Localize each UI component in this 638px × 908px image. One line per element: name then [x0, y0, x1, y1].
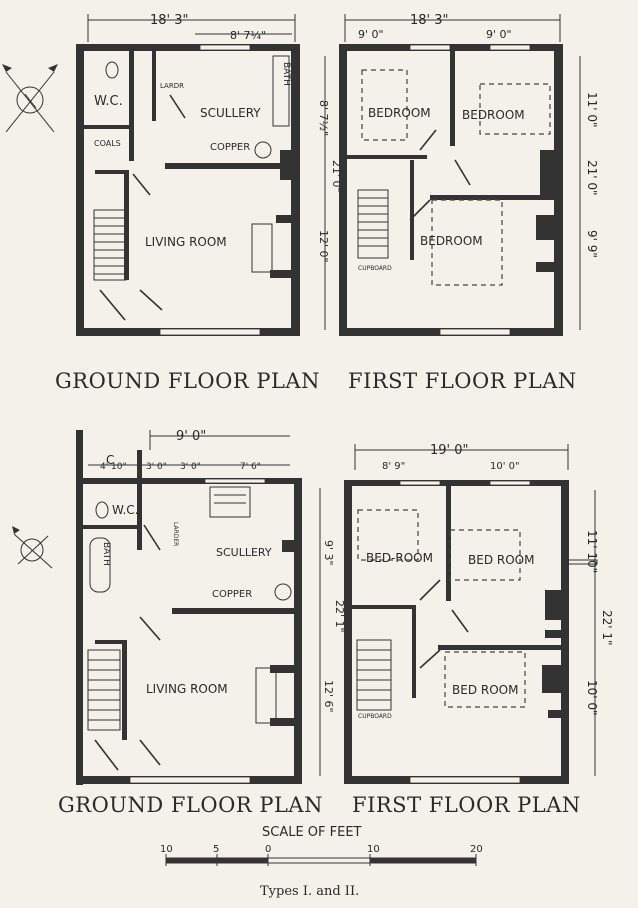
- scale-tick-20: 20: [470, 844, 483, 855]
- scale-tick-10: 10: [367, 844, 380, 855]
- toilet-icon: [95, 501, 109, 519]
- bottom-ground-stairs: [87, 649, 121, 731]
- bottom-first-cupboard-label: CUPBOARD: [358, 713, 392, 720]
- top-ground-scullery-label: SCULLERY: [200, 106, 261, 120]
- bottom-ground-top-dim-2: 4' 10": [100, 462, 127, 472]
- bottom-ground-top-dim-1: 9' 0": [176, 429, 206, 444]
- top-first-stairs: [357, 189, 389, 259]
- bottom-ground-wc-label: W.C.: [112, 503, 139, 517]
- scale-tick-5: 5: [213, 844, 219, 855]
- top-ground-larder-label: LARDR: [160, 82, 184, 90]
- top-first-bed2-label: BEDROOM: [462, 108, 525, 122]
- scale-tick-10-left: 10: [160, 844, 173, 855]
- toilet-icon: [105, 61, 119, 79]
- bottom-ground-bath-label: BATH: [101, 542, 111, 566]
- bottom-first-sub-dim-1: 8' 9": [382, 461, 405, 472]
- top-ground-right-dim-1: 8' 7½": [317, 100, 330, 136]
- top-ground-stairs: [93, 209, 127, 281]
- top-ground-right-dim-3: 12' 0": [317, 230, 330, 263]
- top-first-cupboard-label: CUPBOARD: [358, 265, 392, 272]
- top-first-right-dim-2: 21' 0": [585, 160, 599, 196]
- scale-tick-0: 0: [265, 844, 271, 855]
- scale-bar: SCALE OF FEET 10 5 0 10 20: [160, 825, 483, 866]
- bottom-first-plan-title: FIRST FLOOR PLAN: [352, 793, 581, 817]
- top-ground-coals-label: COALS: [94, 139, 121, 148]
- bottom-ground-right-dim-1: 9' 3": [322, 540, 335, 566]
- figure-caption: Types I. and II.: [260, 884, 359, 899]
- bottom-ground-plan-title: GROUND FLOOR PLAN: [58, 793, 323, 817]
- copper-icon: [254, 141, 272, 159]
- top-ground-width-dim: 18' 3": [150, 13, 189, 28]
- top-ground-floor-plan: 18' 3" 8' 7¼": [2, 13, 343, 393]
- bottom-first-right-dim-1: 11' 10": [585, 530, 599, 573]
- bottom-first-sub-dim-2: 10' 0": [490, 461, 520, 472]
- top-first-sub-dim-2: 9' 0": [486, 28, 512, 41]
- top-ground-living-label: LIVING ROOM: [145, 235, 227, 249]
- bottom-first-floor-plan: 19' 0" 8' 9" 10' 0": [344, 443, 614, 817]
- scale-title: SCALE OF FEET: [262, 825, 362, 840]
- bottom-first-bed2-label: BED ROOM: [468, 553, 534, 567]
- top-ground-sub-dim: 8' 7¼": [230, 29, 266, 42]
- bottom-first-right-dim-3: 10' 0": [585, 680, 599, 716]
- bottom-ground-top-dim-5: 7' 6": [240, 462, 261, 472]
- bottom-ground-right-dim-2: 22' 1": [333, 600, 346, 633]
- top-ground-wc-label: W.C.: [94, 94, 123, 109]
- north-arrow-icon: [12, 526, 53, 569]
- top-first-right-dim-1: 11' 0": [585, 92, 599, 128]
- bottom-ground-larder-label: LARDER: [172, 522, 179, 546]
- compass-icon: [2, 64, 58, 133]
- copper-icon: [274, 583, 292, 601]
- bottom-ground-right-dim-3: 12' 6": [322, 680, 335, 713]
- bottom-first-bed1-label: BED-ROOM: [366, 551, 433, 565]
- top-first-bed3-label: BEDROOM: [420, 234, 483, 248]
- bottom-first-right-dim-2: 22' 1": [600, 610, 614, 646]
- bottom-first-stairs: [356, 639, 392, 711]
- bottom-first-width-dim: 19' 0": [430, 443, 469, 458]
- bottom-ground-top-dim-4: 3' 0": [180, 462, 201, 472]
- top-first-sub-dim-1: 9' 0": [358, 28, 384, 41]
- top-first-width-dim: 18' 3": [410, 13, 449, 28]
- bottom-ground-floor-plan: 9' 0" 4' 10" 3' 0" 3' 0" 7' 6": [12, 429, 346, 817]
- top-ground-copper-label: COPPER: [210, 142, 250, 153]
- top-first-right-dim-3: 9' 9": [585, 230, 599, 258]
- bottom-ground-copper-label: COPPER: [212, 589, 252, 600]
- top-first-plan-title: FIRST FLOOR PLAN: [348, 369, 577, 393]
- top-ground-plan-title: GROUND FLOOR PLAN: [55, 369, 320, 393]
- top-ground-bath-label: BATH: [281, 62, 291, 86]
- bottom-ground-top-dim-3: 3' 0": [146, 462, 167, 472]
- top-first-bed1-label: BEDROOM: [368, 106, 431, 120]
- bath-icon: [89, 537, 111, 593]
- bottom-first-bed3-label: BED ROOM: [452, 683, 518, 697]
- bottom-ground-c-label: C: [106, 453, 114, 467]
- top-first-floor-plan: 18' 3" 9' 0" 9' 0": [339, 13, 599, 393]
- bottom-ground-scullery-label: SCULLERY: [216, 546, 272, 559]
- bath-icon: [272, 55, 290, 127]
- bottom-ground-living-label: LIVING ROOM: [146, 682, 228, 696]
